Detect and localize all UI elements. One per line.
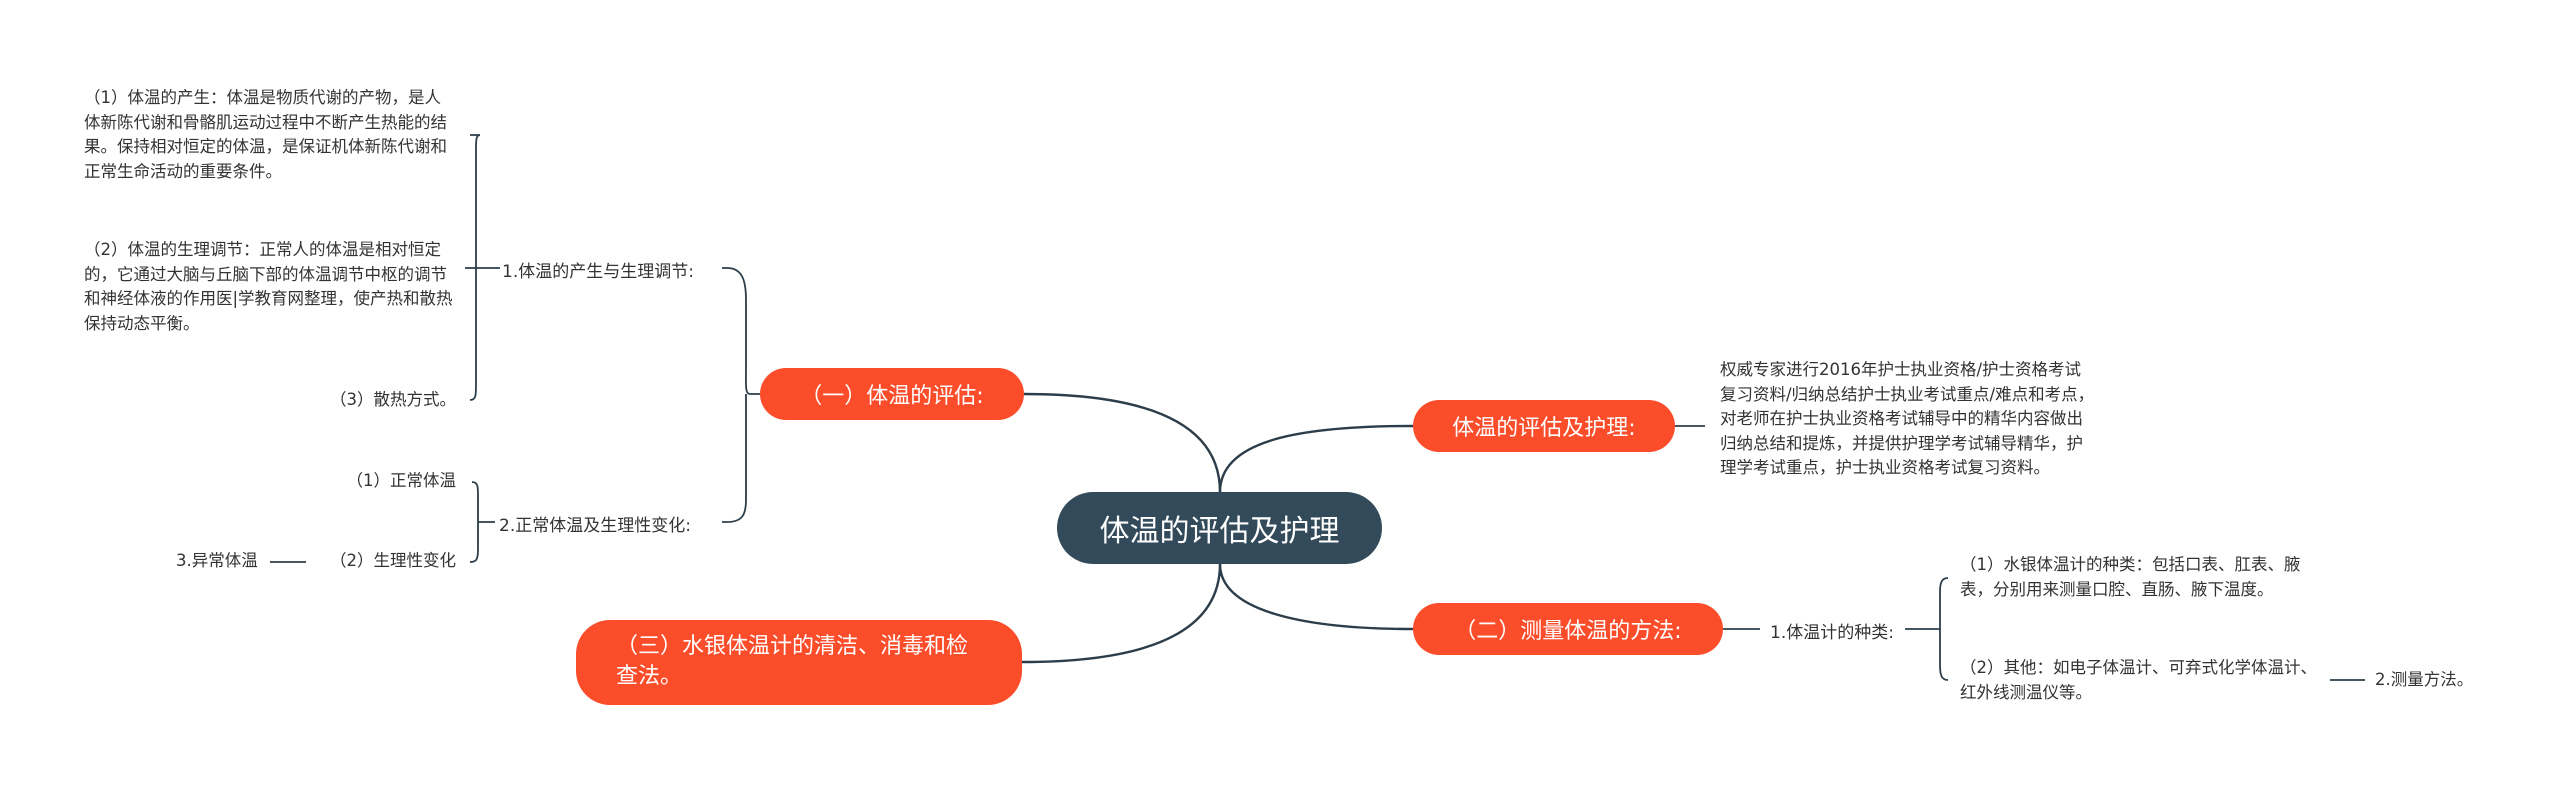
branch-overview[interactable]: 体温的评估及护理: — [1413, 400, 1675, 452]
subtopic-production-regulation-label: 1.体温的产生与生理调节: — [502, 262, 694, 282]
subtopic-normal-temperature-label: 2.正常体温及生理性变化: — [499, 516, 691, 536]
root-topic-label: 体温的评估及护理 — [1099, 514, 1340, 549]
leaf-mercury-thermometer-text: （1）水银体温计的种类：包括口表、肛表、腋表，分别用来测量口腔、直肠、腋下温度。 — [1960, 555, 2301, 599]
leaf-heat-dissipation[interactable]: （3）散热方式。 — [300, 388, 456, 413]
branch-cleaning-label: （三）水银体温计的清洁、消毒和检查法。 — [616, 634, 969, 689]
branch-overview-label: 体温的评估及护理: — [1452, 416, 1636, 441]
leaf-physiological-change-text: （2）生理性变化 — [330, 551, 456, 570]
leaf-heat-production-text: （1）体温的产生：体温是物质代谢的产物，是人体新陈代谢和骨骼肌运动过程中不断产生… — [84, 88, 447, 181]
root-topic[interactable]: 体温的评估及护理 — [1057, 492, 1382, 564]
bracket-s2 — [469, 481, 495, 563]
bracket-b3s1 — [1905, 577, 1949, 681]
leaf-other-thermometers-text: （2）其他：如电子体温计、可弃式化学体温计、红外线测温仪等。 — [1960, 658, 2317, 702]
leaf-normal-temp-text: （1）正常体温 — [346, 471, 457, 490]
link-root-b2 — [1218, 424, 1414, 493]
branch-cleaning[interactable]: （三）水银体温计的清洁、消毒和检查法。 — [576, 620, 1022, 705]
leaf-heat-dissipation-text: （3）散热方式。 — [330, 390, 456, 409]
subtopic-thermometer-types-label: 1.体温计的种类: — [1770, 623, 1894, 643]
leaf-heat-production[interactable]: （1）体温的产生：体温是物质代谢的产物，是人体新陈代谢和骨骼肌运动过程中不断产生… — [84, 86, 456, 184]
leaf-physiological-regulation-text: （2）体温的生理调节：正常人的体温是相对恒定的，它通过大脑与丘脑下部的体温调节中… — [84, 240, 453, 333]
bracket-s1 — [465, 134, 500, 401]
leaf-abnormal-temp-text: 3.异常体温 — [176, 551, 258, 570]
leaf-mercury-thermometer[interactable]: （1）水银体温计的种类：包括口表、肛表、腋表，分别用来测量口腔、直肠、腋下温度。 — [1960, 553, 2330, 602]
link-root-b1 — [1023, 392, 1222, 493]
leaf-measurement-method-text: 2.测量方法。 — [2375, 670, 2474, 689]
leaf-measurement-method[interactable]: 2.测量方法。 — [2375, 668, 2473, 693]
link-root-b4 — [1021, 563, 1222, 664]
leaf-abnormal-temp[interactable]: 3.异常体温 — [176, 549, 258, 574]
branch-measurement[interactable]: （二）测量体温的方法: — [1413, 603, 1723, 655]
branch-measurement-label: （二）测量体温的方法: — [1454, 619, 1682, 644]
leaf-other-thermometers[interactable]: （2）其他：如电子体温计、可弃式化学体温计、红外线测温仪等。 — [1960, 656, 2330, 705]
leaf-physiological-change[interactable]: （2）生理性变化 — [300, 549, 456, 574]
leaf-physiological-regulation[interactable]: （2）体温的生理调节：正常人的体温是相对恒定的，它通过大脑与丘脑下部的体温调节中… — [84, 238, 456, 336]
leaf-overview-description[interactable]: 权威专家进行2016年护士执业资格/护士资格考试复习资料/归纳总结护士执业考试重… — [1720, 358, 2095, 481]
branch-assessment[interactable]: （一）体温的评估: — [760, 368, 1024, 420]
link-root-b3 — [1218, 563, 1414, 631]
subtopic-thermometer-types[interactable]: 1.体温计的种类: — [1770, 618, 1894, 643]
branch-assessment-label: （一）体温的评估: — [800, 384, 984, 409]
leaf-overview-description-text: 权威专家进行2016年护士执业资格/护士资格考试复习资料/归纳总结护士执业考试重… — [1720, 360, 2095, 477]
subtopic-production-regulation[interactable]: 1.体温的产生与生理调节: — [502, 257, 694, 282]
bracket-b1 — [722, 267, 760, 523]
subtopic-normal-temperature[interactable]: 2.正常体温及生理性变化: — [499, 511, 691, 536]
leaf-normal-temp[interactable]: （1）正常体温 — [300, 469, 457, 494]
